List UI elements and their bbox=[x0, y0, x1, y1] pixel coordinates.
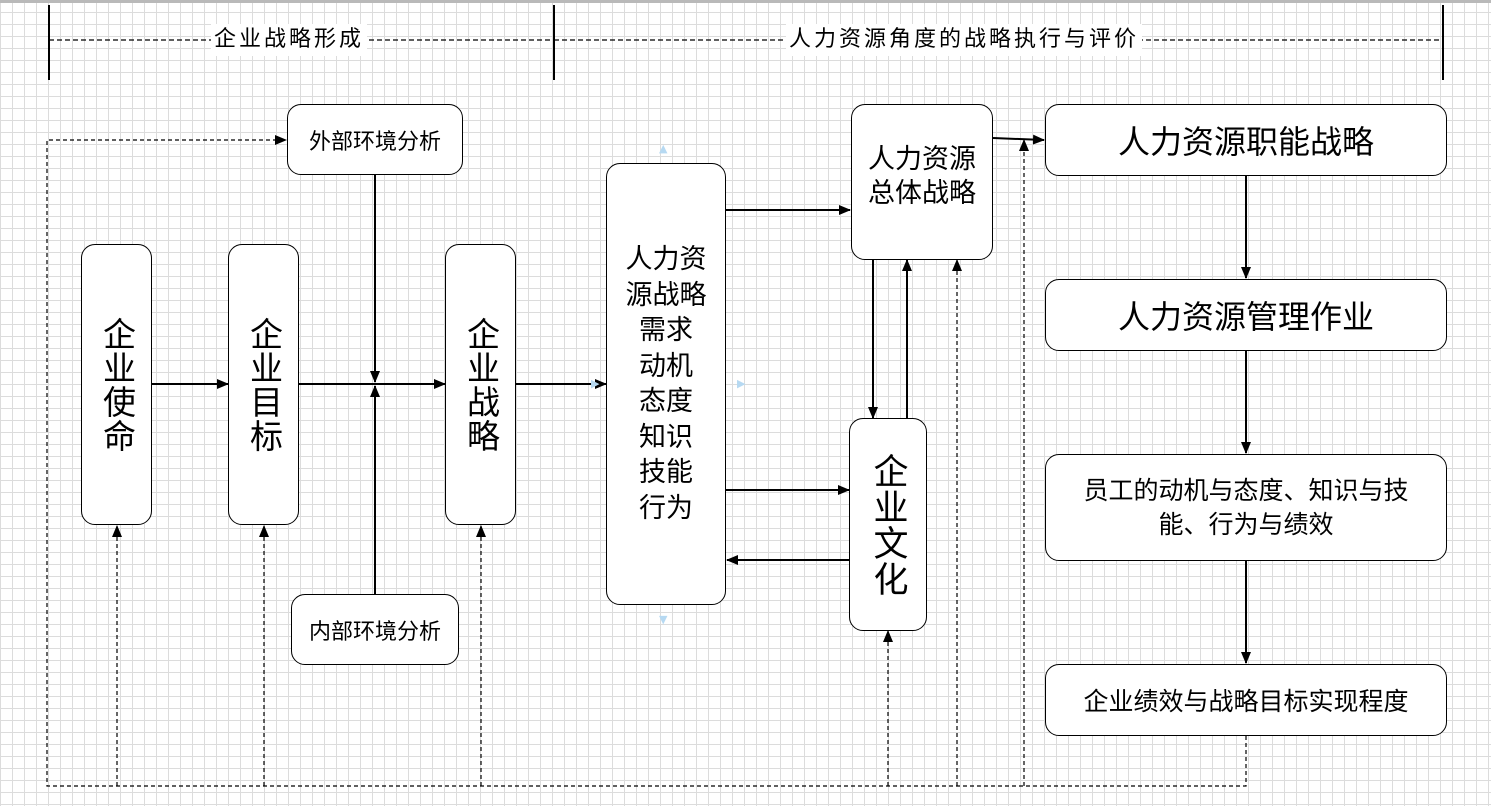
node-external-analysis[interactable]: 外部环境分析 bbox=[287, 104, 463, 175]
section-label-right: 人力资源角度的战略执行与评价 bbox=[786, 24, 1143, 56]
top-border bbox=[0, 0, 1491, 3]
node-goal[interactable]: 企业目标 bbox=[228, 244, 299, 525]
solid-connectors bbox=[152, 134, 1251, 664]
node-hr-management-operations-label: 人力资源管理作业 bbox=[1117, 298, 1374, 336]
node-goal-label: 企业目标 bbox=[244, 316, 284, 453]
section-label-left: 企业战略形成 bbox=[211, 24, 368, 56]
node-internal-analysis-label: 内部环境分析 bbox=[308, 619, 441, 645]
selection-handle-bottom[interactable]: ▼ bbox=[659, 613, 668, 626]
node-hr-overall-strategy-label: 人力资源 总体战略 bbox=[868, 144, 976, 209]
arrow-overall-functional bbox=[992, 134, 1045, 145]
node-hr-functional-strategy[interactable]: 人力资源职能战略 bbox=[1045, 104, 1447, 176]
node-corporate-culture-label: 企业文化 bbox=[867, 452, 908, 597]
node-mission[interactable]: 企业使命 bbox=[81, 244, 152, 525]
node-performance-achievement-label: 企业绩效与战略目标实现程度 bbox=[1083, 687, 1409, 716]
node-employee-outcomes[interactable]: 员工的动机与态度、知识与技 能、行为与绩效 bbox=[1045, 454, 1447, 561]
feedback-to-external bbox=[46, 135, 1247, 787]
node-corporate-culture[interactable]: 企业文化 bbox=[849, 418, 927, 631]
node-hr-overall-strategy[interactable]: 人力资源 总体战略 bbox=[851, 104, 993, 260]
feedback-connectors bbox=[46, 135, 1247, 787]
node-hr-functional-strategy-label: 人力资源职能战略 bbox=[1117, 123, 1374, 161]
node-internal-analysis[interactable]: 内部环境分析 bbox=[291, 594, 459, 665]
node-mission-label: 企业使命 bbox=[97, 316, 137, 453]
node-employee-outcomes-label: 员工的动机与态度、知识与技 能、行为与绩效 bbox=[1083, 475, 1409, 539]
node-strategy[interactable]: 企业战略 bbox=[445, 244, 516, 525]
node-hr-strategy-demand[interactable]: 人力资 源战略 需求 动机 态度 知识 技能 行为 bbox=[606, 163, 726, 605]
selection-handle-top[interactable]: ▲ bbox=[659, 142, 668, 155]
node-strategy-label: 企业战略 bbox=[461, 316, 501, 453]
selection-handle-right[interactable]: ▶ bbox=[737, 377, 746, 390]
node-hr-management-operations[interactable]: 人力资源管理作业 bbox=[1045, 279, 1447, 351]
node-hr-strategy-demand-label: 人力资 源战略 需求 动机 态度 知识 技能 行为 bbox=[625, 244, 707, 524]
header-dividers bbox=[48, 5, 1444, 80]
node-external-analysis-label: 外部环境分析 bbox=[308, 129, 441, 155]
node-performance-achievement[interactable]: 企业绩效与战略目标实现程度 bbox=[1045, 664, 1447, 736]
selection-handle-left[interactable]: ▶ bbox=[591, 377, 600, 390]
